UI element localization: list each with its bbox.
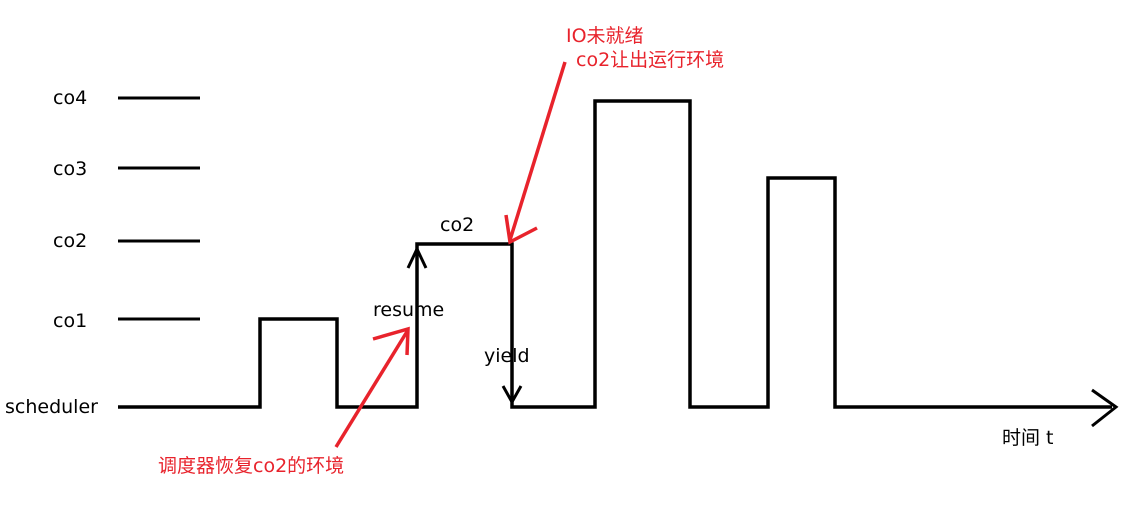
yield-arrowhead: [501, 385, 523, 406]
io-annotation-line-2: co2让出运行环境: [576, 48, 725, 71]
resume-arrowhead: [406, 245, 428, 269]
io-annotation-arrow-shaft: [508, 61, 567, 241]
restore-annotation-arrow-shaft: [334, 329, 410, 448]
co3-row-label: co3: [53, 158, 88, 180]
io-annotation-line-1: IO未就绪: [566, 25, 644, 47]
resume-label: resume: [373, 299, 445, 321]
time-axis-arrowhead: [1091, 388, 1119, 428]
scheduler-row-label: scheduler: [5, 396, 98, 418]
co4-row-label: co4: [53, 87, 88, 109]
restore-annotation-arrowhead: [372, 326, 410, 356]
yield-label: yield: [484, 345, 530, 367]
io-annotation-arrowhead: [504, 214, 538, 245]
restore-annotation: 调度器恢复co2的环境: [158, 455, 345, 477]
time-axis-label: 时间 t: [1002, 427, 1054, 449]
io-not-ready-annotation: IO未就绪 co2让出运行环境: [566, 25, 724, 73]
co2-row-label: co2: [53, 230, 88, 252]
execution-timeline: [118, 99, 1112, 409]
co2-pulse-label: co2: [440, 214, 475, 236]
co1-row-label: co1: [53, 310, 88, 332]
